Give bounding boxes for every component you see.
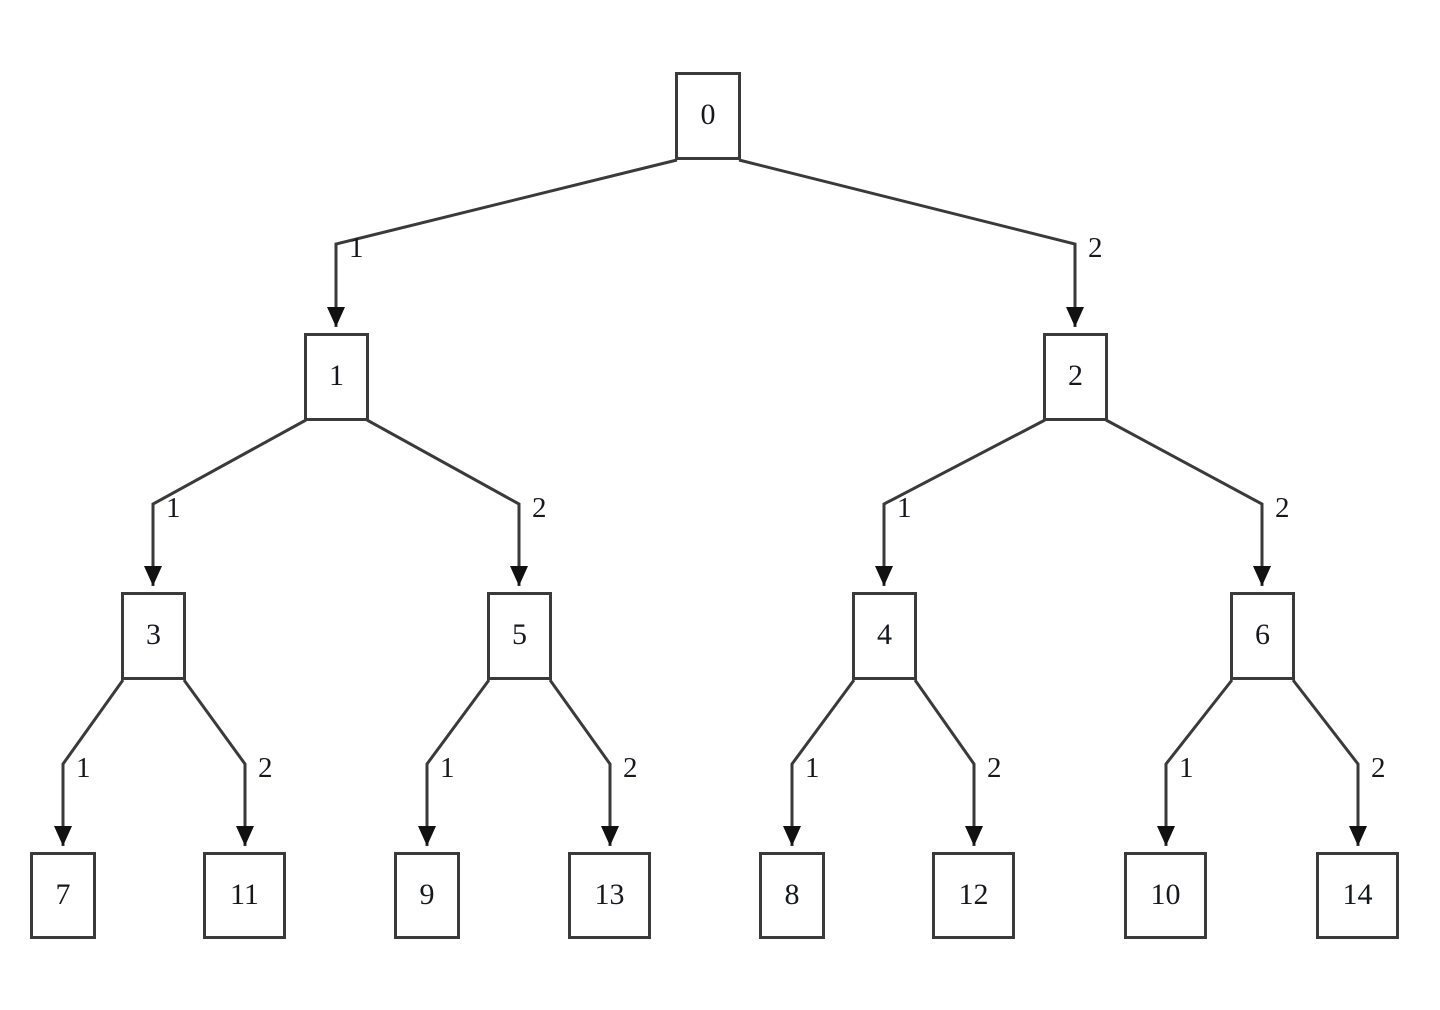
tree-node-label: 3 xyxy=(146,618,161,651)
tree-edge xyxy=(182,679,254,846)
tree-node-12[interactable]: 12 xyxy=(932,852,1015,939)
arrowhead-icon xyxy=(510,566,528,586)
edge-label-4-to-12: 2 xyxy=(987,752,1002,784)
tree-node-label: 6 xyxy=(1255,618,1270,651)
arrowhead-icon xyxy=(1066,307,1084,327)
edge-line xyxy=(913,679,976,846)
edge-label-1-to-5: 2 xyxy=(532,492,547,524)
arrowhead-icon xyxy=(601,826,619,846)
tree-edge xyxy=(1291,679,1367,846)
edge-line xyxy=(1291,679,1360,846)
tree-node-13[interactable]: 13 xyxy=(568,852,651,939)
tree-node-label: 10 xyxy=(1150,877,1181,911)
tree-edge xyxy=(548,679,619,846)
tree-edge xyxy=(418,679,491,846)
arrowhead-icon xyxy=(54,826,72,846)
tree-node-11[interactable]: 11 xyxy=(203,852,286,939)
tree-node-7[interactable]: 7 xyxy=(30,852,96,939)
edge-line xyxy=(334,158,678,327)
tree-edge xyxy=(738,158,1084,327)
arrowhead-icon xyxy=(875,566,893,586)
tree-edge xyxy=(1105,418,1271,586)
tree-node-10[interactable]: 10 xyxy=(1124,852,1207,939)
arrowhead-icon xyxy=(965,826,983,846)
tree-node-5[interactable]: 5 xyxy=(487,592,552,680)
edge-line xyxy=(182,679,247,846)
tree-node-label: 2 xyxy=(1068,359,1083,392)
tree-node-6[interactable]: 6 xyxy=(1230,592,1295,680)
edge-label-2-to-6: 2 xyxy=(1275,492,1290,524)
tree-node-1[interactable]: 1 xyxy=(304,333,369,421)
edge-line xyxy=(738,158,1077,327)
tree-node-label: 12 xyxy=(958,877,989,911)
arrowhead-icon xyxy=(1253,566,1271,586)
tree-node-4[interactable]: 4 xyxy=(852,592,917,680)
edge-line xyxy=(425,679,491,846)
tree-node-label: 0 xyxy=(700,98,716,131)
arrowhead-icon xyxy=(144,566,162,586)
tree-node-label: 8 xyxy=(784,877,800,911)
tree-edge xyxy=(327,158,678,327)
edge-line xyxy=(1164,679,1234,846)
tree-node-8[interactable]: 8 xyxy=(759,852,825,939)
arrowhead-icon xyxy=(1157,826,1175,846)
arrowhead-icon xyxy=(418,826,436,846)
arrowhead-icon xyxy=(236,826,254,846)
tree-edge xyxy=(1157,679,1234,846)
tree-edge xyxy=(875,418,1046,586)
tree-node-label: 5 xyxy=(512,618,527,651)
edge-line xyxy=(1105,418,1264,586)
edge-label-3-to-7: 1 xyxy=(76,752,91,784)
tree-node-14[interactable]: 14 xyxy=(1316,852,1399,939)
tree-edge xyxy=(54,679,125,846)
edge-label-0-to-1: 1 xyxy=(349,232,364,264)
edge-label-2-to-4: 1 xyxy=(897,492,912,524)
arrowhead-icon xyxy=(327,307,345,327)
edge-label-5-to-13: 2 xyxy=(623,752,638,784)
edge-line xyxy=(548,679,612,846)
edge-label-4-to-8: 1 xyxy=(805,752,820,784)
edge-label-0-to-2: 2 xyxy=(1088,232,1103,264)
arrowhead-icon xyxy=(1349,826,1367,846)
edge-label-6-to-10: 1 xyxy=(1179,752,1194,784)
tree-node-label: 14 xyxy=(1342,877,1373,911)
tree-edge xyxy=(913,679,983,846)
tree-node-label: 13 xyxy=(594,877,625,911)
edge-label-3-to-11: 2 xyxy=(258,752,273,784)
edge-line xyxy=(790,679,856,846)
tree-node-label: 11 xyxy=(230,877,259,911)
tree-node-label: 7 xyxy=(55,877,71,911)
edge-line xyxy=(151,418,307,586)
edge-line xyxy=(366,418,521,586)
tree-node-2[interactable]: 2 xyxy=(1043,333,1108,421)
edge-label-1-to-3: 1 xyxy=(166,492,181,524)
edge-label-6-to-14: 2 xyxy=(1371,752,1386,784)
tree-node-label: 1 xyxy=(329,359,344,392)
tree-node-3[interactable]: 3 xyxy=(121,592,186,680)
arrowhead-icon xyxy=(783,826,801,846)
tree-edge xyxy=(783,679,856,846)
tree-edge xyxy=(366,418,528,586)
tree-node-label: 4 xyxy=(877,618,892,651)
tree-node-label: 9 xyxy=(419,877,435,911)
tree-node-9[interactable]: 9 xyxy=(394,852,460,939)
edge-line xyxy=(61,679,125,846)
edge-line xyxy=(882,418,1046,586)
tree-node-0[interactable]: 0 xyxy=(675,72,741,160)
edge-label-5-to-9: 1 xyxy=(440,752,455,784)
tree-edge xyxy=(144,418,307,586)
